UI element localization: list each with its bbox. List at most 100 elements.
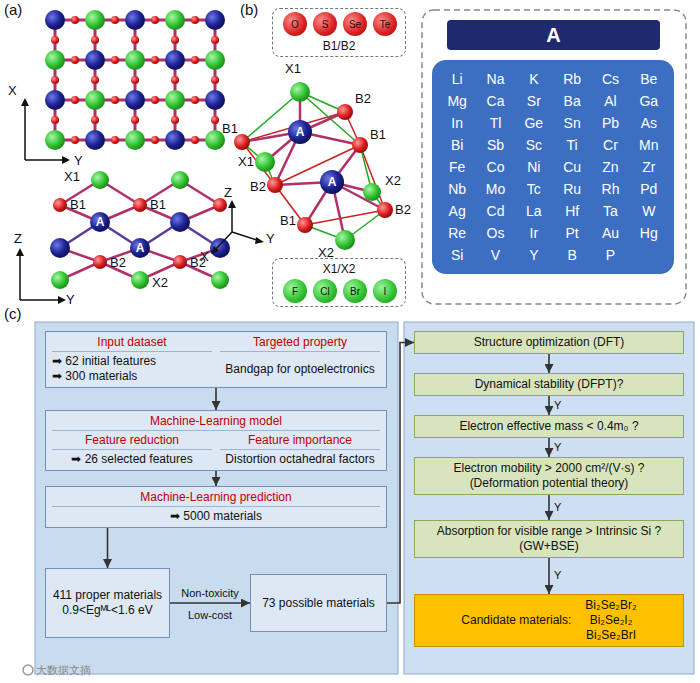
atom <box>211 76 219 84</box>
element-symbol: Zr <box>630 156 668 178</box>
process-box: Machine-Learning prediction➡ 5000 materi… <box>45 486 387 528</box>
atom <box>91 76 99 84</box>
element-symbol: I <box>384 286 387 297</box>
element-symbol: Rh <box>591 178 629 200</box>
atom-label: B1 <box>70 198 86 212</box>
element-symbol: Rb <box>553 68 591 90</box>
step-box: Electron mobility > 2000 cm²/(V·s) ?(Def… <box>414 457 684 495</box>
box-text: Feature importance <box>220 433 380 450</box>
process-box: Machine-Learning modelFeature reductionF… <box>45 410 387 471</box>
box-text: Bi₂Se₂BrI <box>585 628 636 643</box>
atom-label: Y <box>266 232 275 246</box>
element-symbol: Hf <box>553 200 591 222</box>
atom <box>191 96 199 104</box>
element-symbol: Sr <box>515 90 553 112</box>
atom <box>125 90 145 110</box>
atom <box>131 76 139 84</box>
element-symbol: Hg <box>630 222 668 244</box>
atom-label: B2 <box>250 180 266 194</box>
atom <box>211 271 229 289</box>
element-symbol: Br <box>350 286 360 297</box>
panel-letter: (c) <box>4 306 22 322</box>
box-text: Candidate materials: <box>461 613 571 628</box>
atom <box>171 76 179 84</box>
atom-label: Z <box>14 232 22 246</box>
element-symbol: Li <box>438 68 476 90</box>
axes <box>20 102 260 300</box>
element-symbol: Fe <box>438 156 476 178</box>
box-text: Structure optimization (DFT) <box>421 335 677 350</box>
site-header: A <box>447 20 660 50</box>
flow-arrow <box>548 354 550 373</box>
element-symbol: In <box>438 112 476 134</box>
element-symbol: Ir <box>515 222 553 244</box>
atom-label: B1 <box>150 198 166 212</box>
element-symbol: Mg <box>438 90 476 112</box>
box-text: Bi₂Se₂I₂ <box>585 613 636 628</box>
box-text: ➡ 300 materials <box>52 369 212 384</box>
element-symbol: Sc <box>515 134 553 156</box>
element-symbol: Ni <box>515 156 553 178</box>
element-symbol: As <box>630 112 668 134</box>
element-symbol: Be <box>630 68 668 90</box>
box-text: ➡ 5000 materials <box>52 509 380 524</box>
step-box: Electron effective mass < 0.4m₀ ? <box>414 415 684 438</box>
atom-circle: F <box>283 279 307 303</box>
atom <box>91 171 109 189</box>
atom <box>171 171 189 189</box>
atom <box>165 90 185 110</box>
atom <box>111 16 119 24</box>
edge-label: Y <box>554 501 561 513</box>
element-symbol: O <box>291 19 299 30</box>
atom <box>125 130 145 150</box>
atom <box>151 56 159 64</box>
process-box: 411 proper materials0.9<Egᴹᴸ<1.6 eV <box>45 568 170 638</box>
atom <box>151 136 159 144</box>
atom <box>85 50 105 70</box>
atom <box>165 130 185 150</box>
box-text: Input dataset <box>52 335 212 352</box>
element-symbol: K <box>515 68 553 90</box>
flow-arrow <box>548 495 550 520</box>
element-symbol: Ba <box>553 90 591 112</box>
atom-circle: Se <box>343 12 367 36</box>
atom-circle: O <box>283 12 307 36</box>
atom-label: B1 <box>280 214 296 228</box>
element-symbol: S <box>322 19 329 30</box>
atom-label: A <box>96 215 105 229</box>
atom-circle: S <box>313 12 337 36</box>
box-text: Bandgap for optoelectronics <box>220 362 380 377</box>
element-group-box: X1/X2FClBrI <box>272 258 406 307</box>
process-box: 73 possible materials <box>250 574 387 632</box>
atom-label: B2 <box>110 256 126 270</box>
element-group-box: B1/B2OSSeTe <box>272 8 406 57</box>
box-text: (Deformation potential theory) <box>421 476 677 491</box>
process-box: Input datasetTargeted property➡ 62 initi… <box>45 331 387 388</box>
element-symbol: W <box>630 200 668 222</box>
element-symbol: Co <box>476 156 514 178</box>
dashed-panel <box>422 10 686 304</box>
element-symbol: Ru <box>553 178 591 200</box>
element-symbol: Au <box>591 222 629 244</box>
atom <box>151 96 159 104</box>
box-text: Absorption for visible range > Intrinsic… <box>421 524 677 539</box>
atom <box>213 198 227 212</box>
element-symbol: Re <box>438 222 476 244</box>
step-box: Absorption for visible range > Intrinsic… <box>414 520 684 558</box>
element-symbol: Cr <box>591 134 629 156</box>
element-table: LiNaKRbCsBeMgCaSrBaAlGaInTlGeSnPbAsBiSbS… <box>432 60 674 274</box>
watermark: 大数据文摘 <box>36 663 91 677</box>
element-symbol: Na <box>476 68 514 90</box>
atom <box>191 136 199 144</box>
atom <box>45 10 65 30</box>
atom-label: B2 <box>395 203 411 217</box>
atom <box>205 50 225 70</box>
atom <box>363 183 381 201</box>
element-symbol: Se <box>349 19 361 30</box>
atom <box>53 198 67 212</box>
atom <box>131 116 139 124</box>
element-symbol: B <box>553 244 591 266</box>
atom-circle: Cl <box>313 279 337 303</box>
atom <box>51 76 59 84</box>
box-text: 73 possible materials <box>262 596 375 611</box>
